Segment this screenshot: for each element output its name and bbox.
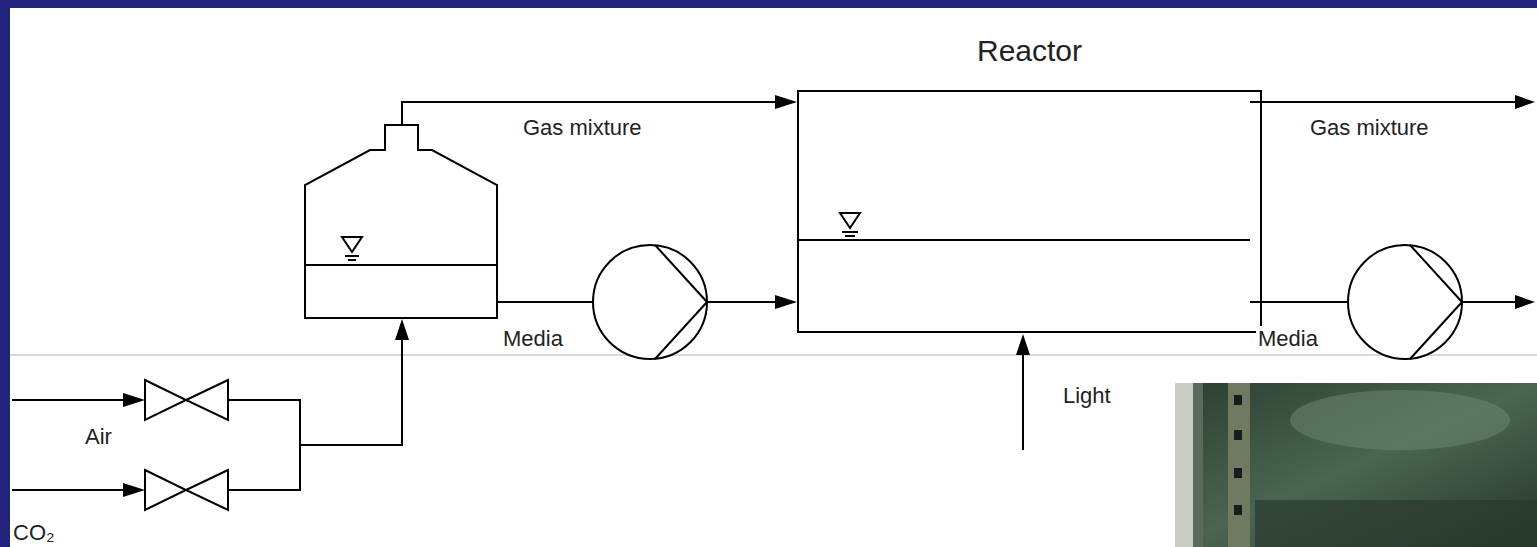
node-title: Reactor (799, 34, 1260, 68)
valve-symbol (145, 380, 228, 420)
media-line (1462, 301, 1515, 303)
supply-line (228, 400, 300, 490)
arrowhead (1016, 334, 1030, 355)
media-line (497, 301, 593, 303)
liquid-level (305, 264, 497, 266)
arrowhead (123, 393, 145, 407)
pump-symbol (1410, 302, 1462, 359)
flow-label: Light (1061, 383, 1113, 409)
valve-symbol (145, 470, 228, 510)
reactor-photo (1175, 383, 1537, 547)
flow-label: Media (501, 326, 565, 352)
level-symbol (845, 235, 855, 237)
pump-symbol (655, 302, 707, 359)
pump-symbol (593, 245, 707, 359)
level-symbol (342, 237, 362, 252)
level-symbol (840, 213, 860, 228)
arrowhead (1515, 295, 1535, 309)
light-arrow (1022, 355, 1024, 450)
liquid-level (797, 239, 1250, 241)
reactor-box: Reactor (797, 90, 1262, 333)
flow-label: CO₂ (11, 520, 57, 546)
air-line (12, 399, 123, 401)
pump-symbol (1348, 245, 1462, 359)
arrowhead (395, 319, 409, 340)
gas-line (1250, 101, 1515, 103)
flow-label: Air (83, 424, 114, 450)
level-symbol (348, 259, 356, 261)
level-symbol (842, 231, 858, 233)
pump-symbol (1410, 245, 1462, 302)
level-symbol (345, 255, 359, 257)
arrowhead (123, 483, 145, 497)
mixing-tank (305, 125, 497, 318)
arrowhead (1515, 95, 1535, 109)
arrowhead (775, 295, 797, 309)
flow-label: Gas mixture (521, 115, 644, 141)
pump-symbol (655, 245, 707, 302)
flow-label: Media (1256, 326, 1320, 352)
flow-label: Gas mixture (1308, 115, 1431, 141)
media-line (1250, 301, 1348, 303)
slide-panel (10, 8, 1537, 547)
co2-line (12, 489, 123, 491)
media-line (707, 301, 775, 303)
divider-line (10, 355, 1537, 356)
arrowhead (775, 95, 797, 109)
supply-line (300, 340, 402, 445)
